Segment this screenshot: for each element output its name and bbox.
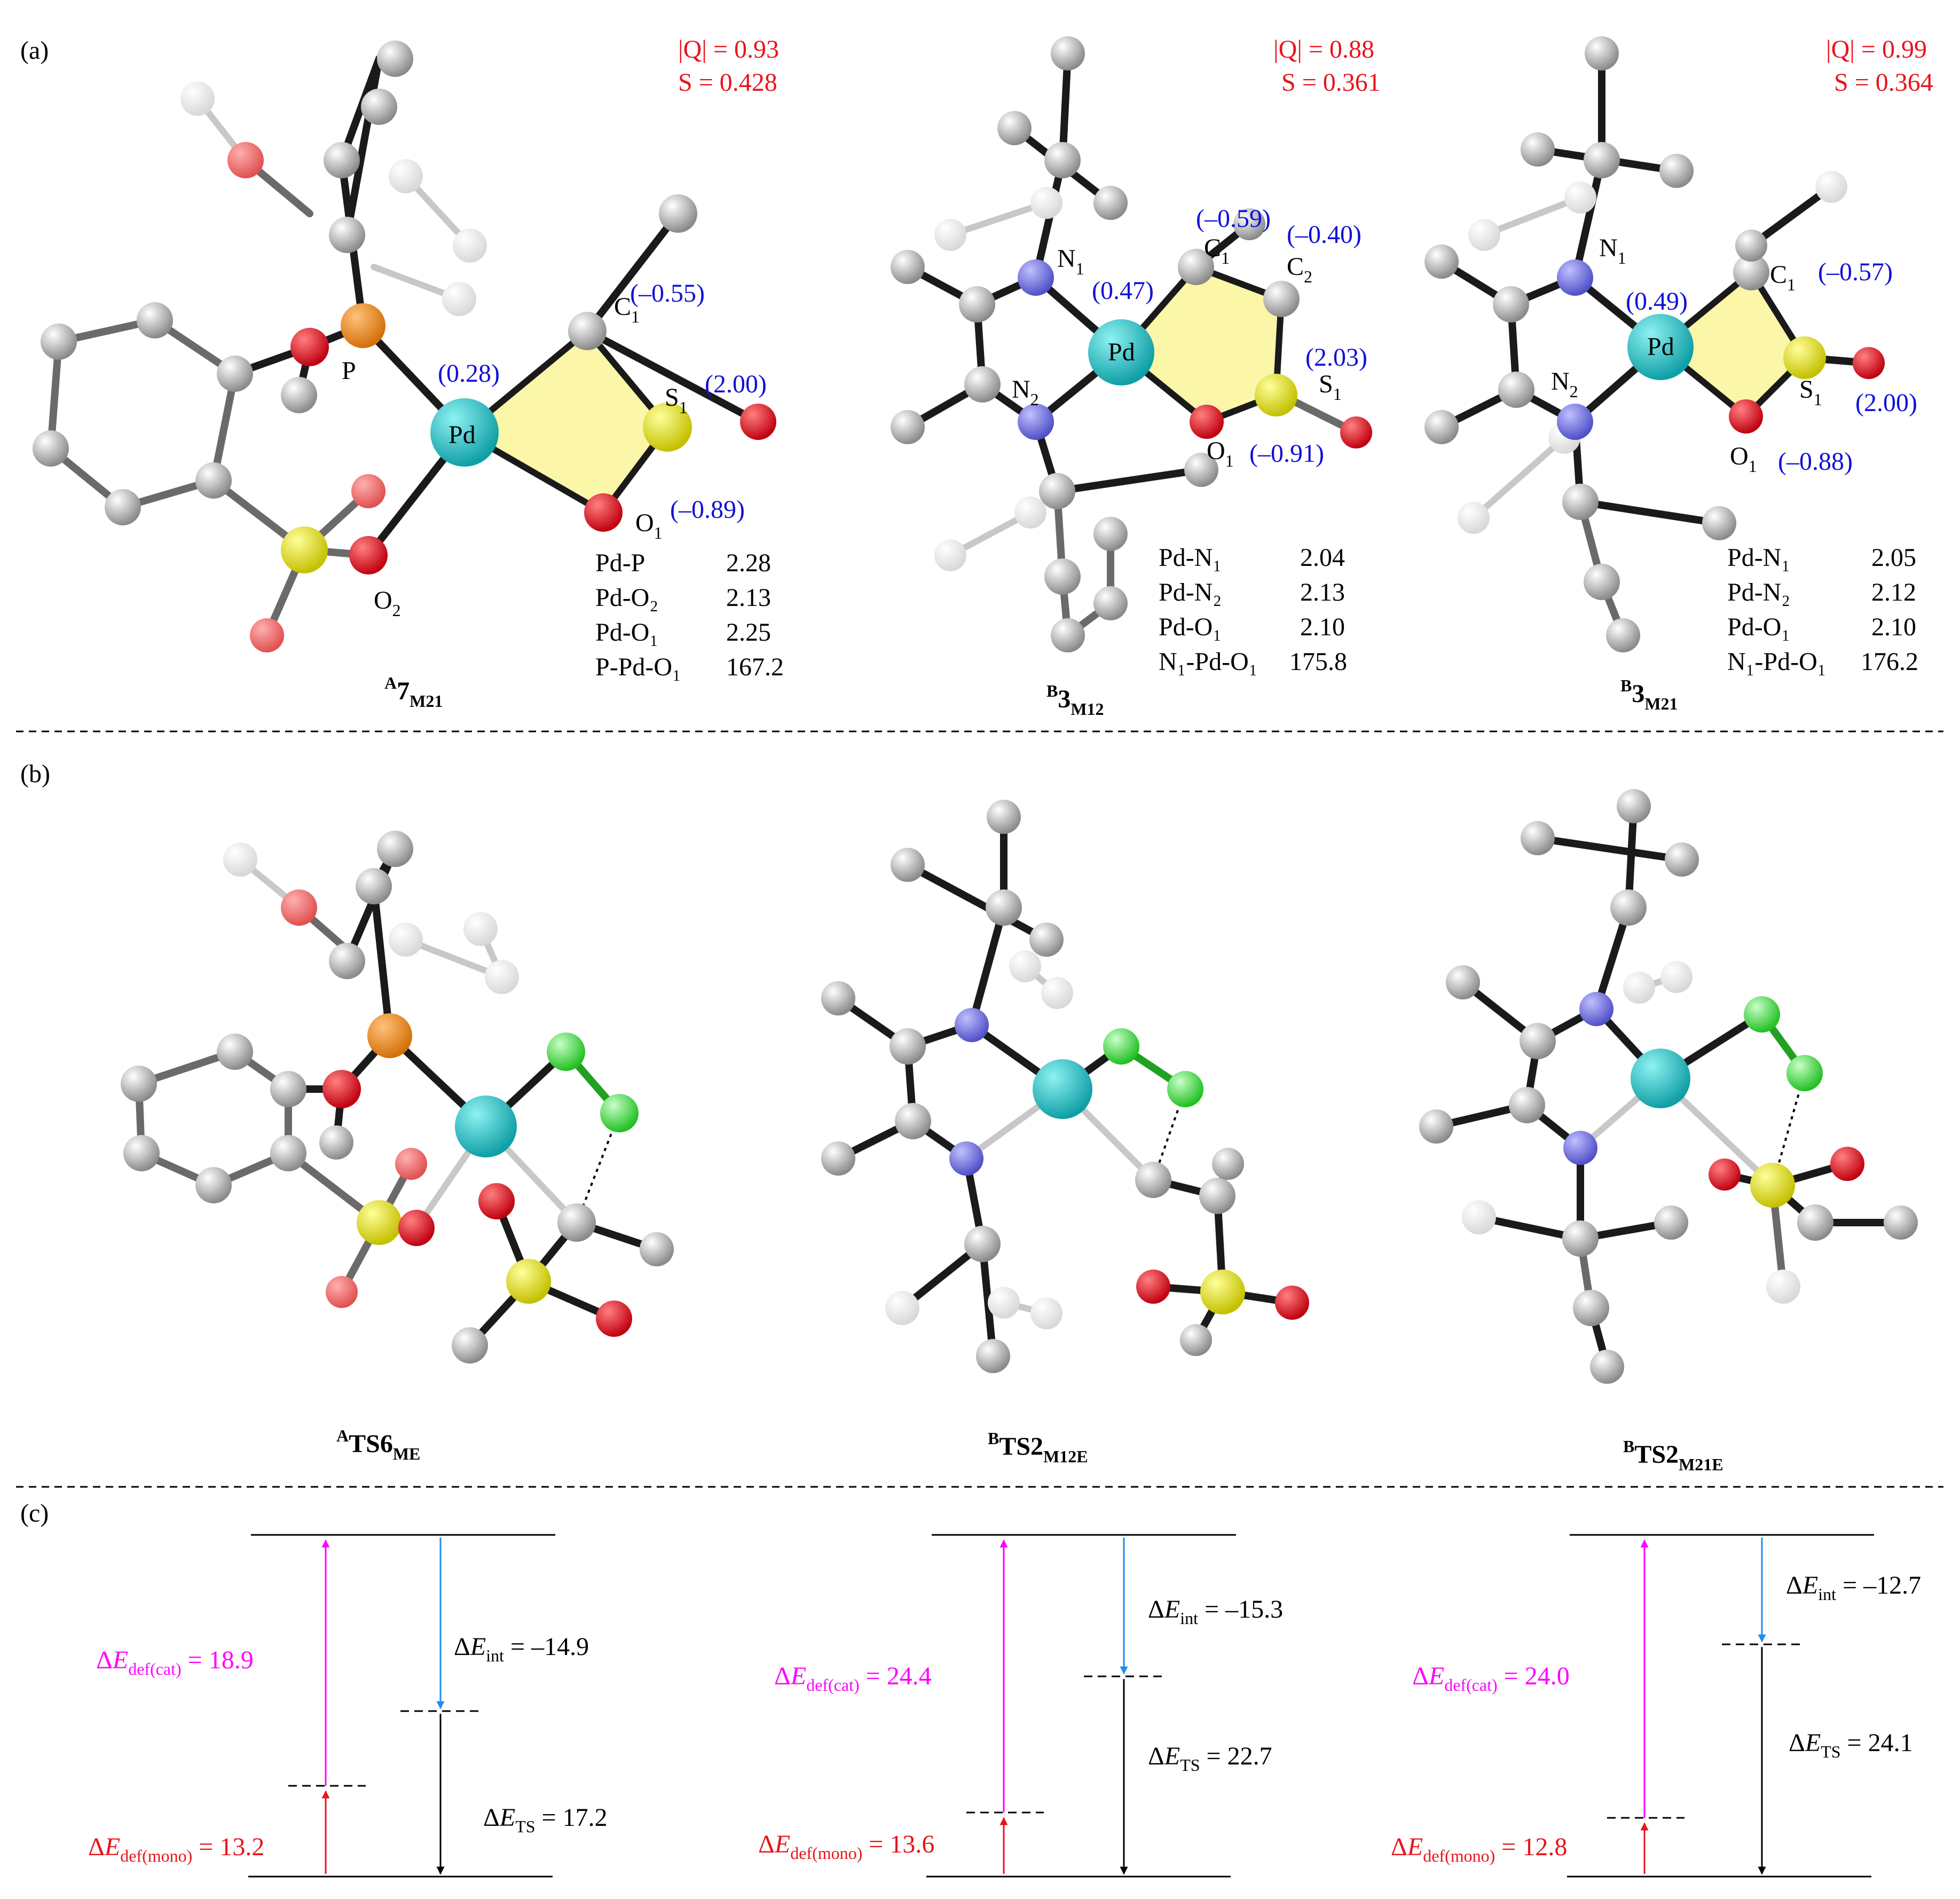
atom-label-o1: O1 xyxy=(1207,437,1234,470)
structure-a7m21: |Q| = 0.93 S = 0.428 xyxy=(33,35,784,711)
ts-label: ΔETS = 24.1 xyxy=(1789,1729,1913,1761)
charge-s1: (2.00) xyxy=(705,370,767,398)
structure-bts2m12e: BTS2M12E xyxy=(821,800,1309,1466)
atom-label-o1: O1 xyxy=(635,509,663,542)
charge-o1: (–0.91) xyxy=(1249,439,1324,468)
charge-s1: (2.00) xyxy=(1855,389,1917,417)
svg-text:2.13: 2.13 xyxy=(726,584,771,612)
svg-text:2.25: 2.25 xyxy=(726,618,771,647)
atom-label-n2: N2 xyxy=(1551,367,1578,401)
svg-text:167.2: 167.2 xyxy=(726,653,784,681)
def-mono-label: ΔEdef(mono) = 12.8 xyxy=(1391,1833,1567,1865)
atom-label-c1: C1 xyxy=(1770,261,1796,294)
svg-text:Pd-N₁: Pd-N₁ xyxy=(1727,543,1790,572)
bond-table: Pd-N₁ 2.04 Pd-N₂ 2.13 Pd-O₁ 2.10 N₁-Pd-O₁ 17… xyxy=(1159,543,1347,676)
svg-text:175.8: 175.8 xyxy=(1289,648,1347,676)
q-value: |Q| = 0.88 xyxy=(1273,35,1374,64)
charge-pd: (0.49) xyxy=(1626,287,1688,316)
def-cat-label: ΔEdef(cat) = 24.4 xyxy=(774,1662,932,1695)
atom-label-c1: C1 xyxy=(1204,234,1230,267)
charge-o1: (–0.88) xyxy=(1778,447,1853,476)
svg-text:Pd-O₁: Pd-O₁ xyxy=(1727,613,1790,641)
atom-label-c1: C1 xyxy=(614,293,640,326)
svg-text:2.04: 2.04 xyxy=(1300,543,1345,572)
svg-text:Pd-N₂: Pd-N₂ xyxy=(1159,578,1222,606)
charge-pd: (0.28) xyxy=(438,359,500,388)
ts-label: ΔETS = 17.2 xyxy=(483,1803,608,1836)
charge-c1: (–0.57) xyxy=(1818,258,1893,286)
structure-name: BTS2M21E xyxy=(1623,1437,1723,1474)
charge-c1: (–0.55) xyxy=(630,279,705,308)
svg-text:176.2: 176.2 xyxy=(1861,648,1918,676)
atom-label-o1: O1 xyxy=(1730,442,1757,476)
panel-label-b: (b) xyxy=(20,760,50,788)
int-label: ΔEint = –15.3 xyxy=(1148,1595,1283,1628)
atom-label-pd: Pd xyxy=(1108,338,1135,366)
charge-c2: (–0.40) xyxy=(1287,220,1361,249)
structure-name: B3M21 xyxy=(1620,676,1678,713)
s-value: S = 0.428 xyxy=(678,68,777,97)
q-value: |Q| = 0.93 xyxy=(678,35,779,64)
structure-b3m12: |Q| = 0.88 S = 0.361 xyxy=(891,35,1381,719)
structure-name: ATS6ME xyxy=(336,1426,420,1463)
atom-label-pd: Pd xyxy=(1647,333,1674,361)
structure-b3m21: |Q| = 0.99 S = 0.364 xyxy=(1424,35,1933,713)
atom-label-n2: N2 xyxy=(1012,375,1039,409)
charge-c1: (–0.59) xyxy=(1196,204,1271,233)
def-cat-label: ΔEdef(cat) = 24.0 xyxy=(1412,1662,1570,1695)
energy-diagram-2: ΔEdef(cat) = 24.4 ΔEint = –15.3 ΔEdef(mo… xyxy=(758,1534,1283,1878)
svg-text:Pd-P: Pd-P xyxy=(595,549,645,577)
def-mono-label: ΔEdef(mono) = 13.6 xyxy=(758,1830,934,1863)
structure-ats6me: ATS6ME xyxy=(121,831,674,1463)
structure-name: BTS2M12E xyxy=(988,1429,1088,1466)
structure-bts2m21e: BTS2M21E xyxy=(1419,789,1918,1474)
svg-text:Pd-O₂: Pd-O₂ xyxy=(595,584,658,612)
atom-label-o2: O2 xyxy=(374,586,401,620)
q-value: |Q| = 0.99 xyxy=(1826,35,1927,64)
atom-label-n1: N1 xyxy=(1599,234,1626,267)
svg-text:N₁-Pd-O₁: N₁-Pd-O₁ xyxy=(1159,648,1257,676)
svg-text:2.10: 2.10 xyxy=(1871,613,1916,641)
svg-text:2.12: 2.12 xyxy=(1871,578,1916,606)
charge-pd: (0.47) xyxy=(1092,277,1154,305)
charge-s1: (2.03) xyxy=(1305,343,1367,372)
energy-diagram-1: ΔEdef(cat) = 18.9 ΔEint = –14.9 ΔEdef(mo… xyxy=(88,1534,608,1878)
atom-label-c2: C2 xyxy=(1287,253,1312,286)
def-mono-label: ΔEdef(mono) = 13.2 xyxy=(88,1833,264,1865)
atom-label-s1: S1 xyxy=(1319,370,1342,404)
ts-label: ΔETS = 22.7 xyxy=(1148,1742,1272,1775)
svg-text:Pd-N₁: Pd-N₁ xyxy=(1159,543,1222,572)
panel-label-a: (a) xyxy=(20,36,49,65)
atom-label-p: P xyxy=(342,357,356,385)
panel-label-c: (c) xyxy=(20,1499,49,1527)
svg-text:Pd-N₂: Pd-N₂ xyxy=(1727,578,1790,606)
svg-text:P-Pd-O₁: P-Pd-O₁ xyxy=(595,653,681,681)
def-cat-label: ΔEdef(cat) = 18.9 xyxy=(96,1646,254,1679)
s-value: S = 0.364 xyxy=(1834,68,1933,97)
charge-o1: (–0.89) xyxy=(670,495,745,524)
s-value: S = 0.361 xyxy=(1281,68,1381,97)
svg-text:Pd-O₁: Pd-O₁ xyxy=(1159,613,1222,641)
int-label: ΔEint = –14.9 xyxy=(454,1633,589,1665)
svg-text:2.13: 2.13 xyxy=(1300,578,1345,606)
svg-text:2.10: 2.10 xyxy=(1300,613,1345,641)
svg-text:2.05: 2.05 xyxy=(1871,543,1916,572)
structure-name: A7M21 xyxy=(384,673,443,711)
energy-diagram-3: ΔEdef(cat) = 24.0 ΔEint = –12.7 ΔEdef(mo… xyxy=(1391,1534,1921,1878)
atom-label-s1: S1 xyxy=(665,383,688,417)
atom-label-n1: N1 xyxy=(1057,245,1084,278)
svg-text:N₁-Pd-O₁: N₁-Pd-O₁ xyxy=(1727,648,1826,676)
structure-name: B3M12 xyxy=(1046,681,1104,719)
bond-table: Pd-P 2.28 Pd-O₂ 2.13 Pd-O₁ 2.25 P-Pd-O₁ 167.… xyxy=(595,549,784,681)
svg-text:2.28: 2.28 xyxy=(726,549,771,577)
atom-label-s1: S1 xyxy=(1799,375,1822,409)
atom-label-pd: Pd xyxy=(448,421,476,449)
bond-table: Pd-N₁ 2.05 Pd-N₂ 2.12 Pd-O₁ 2.10 N₁-Pd-O₁ 17… xyxy=(1727,543,1918,676)
svg-text:Pd-O₁: Pd-O₁ xyxy=(595,618,658,647)
int-label: ΔEint = –12.7 xyxy=(1786,1571,1921,1604)
